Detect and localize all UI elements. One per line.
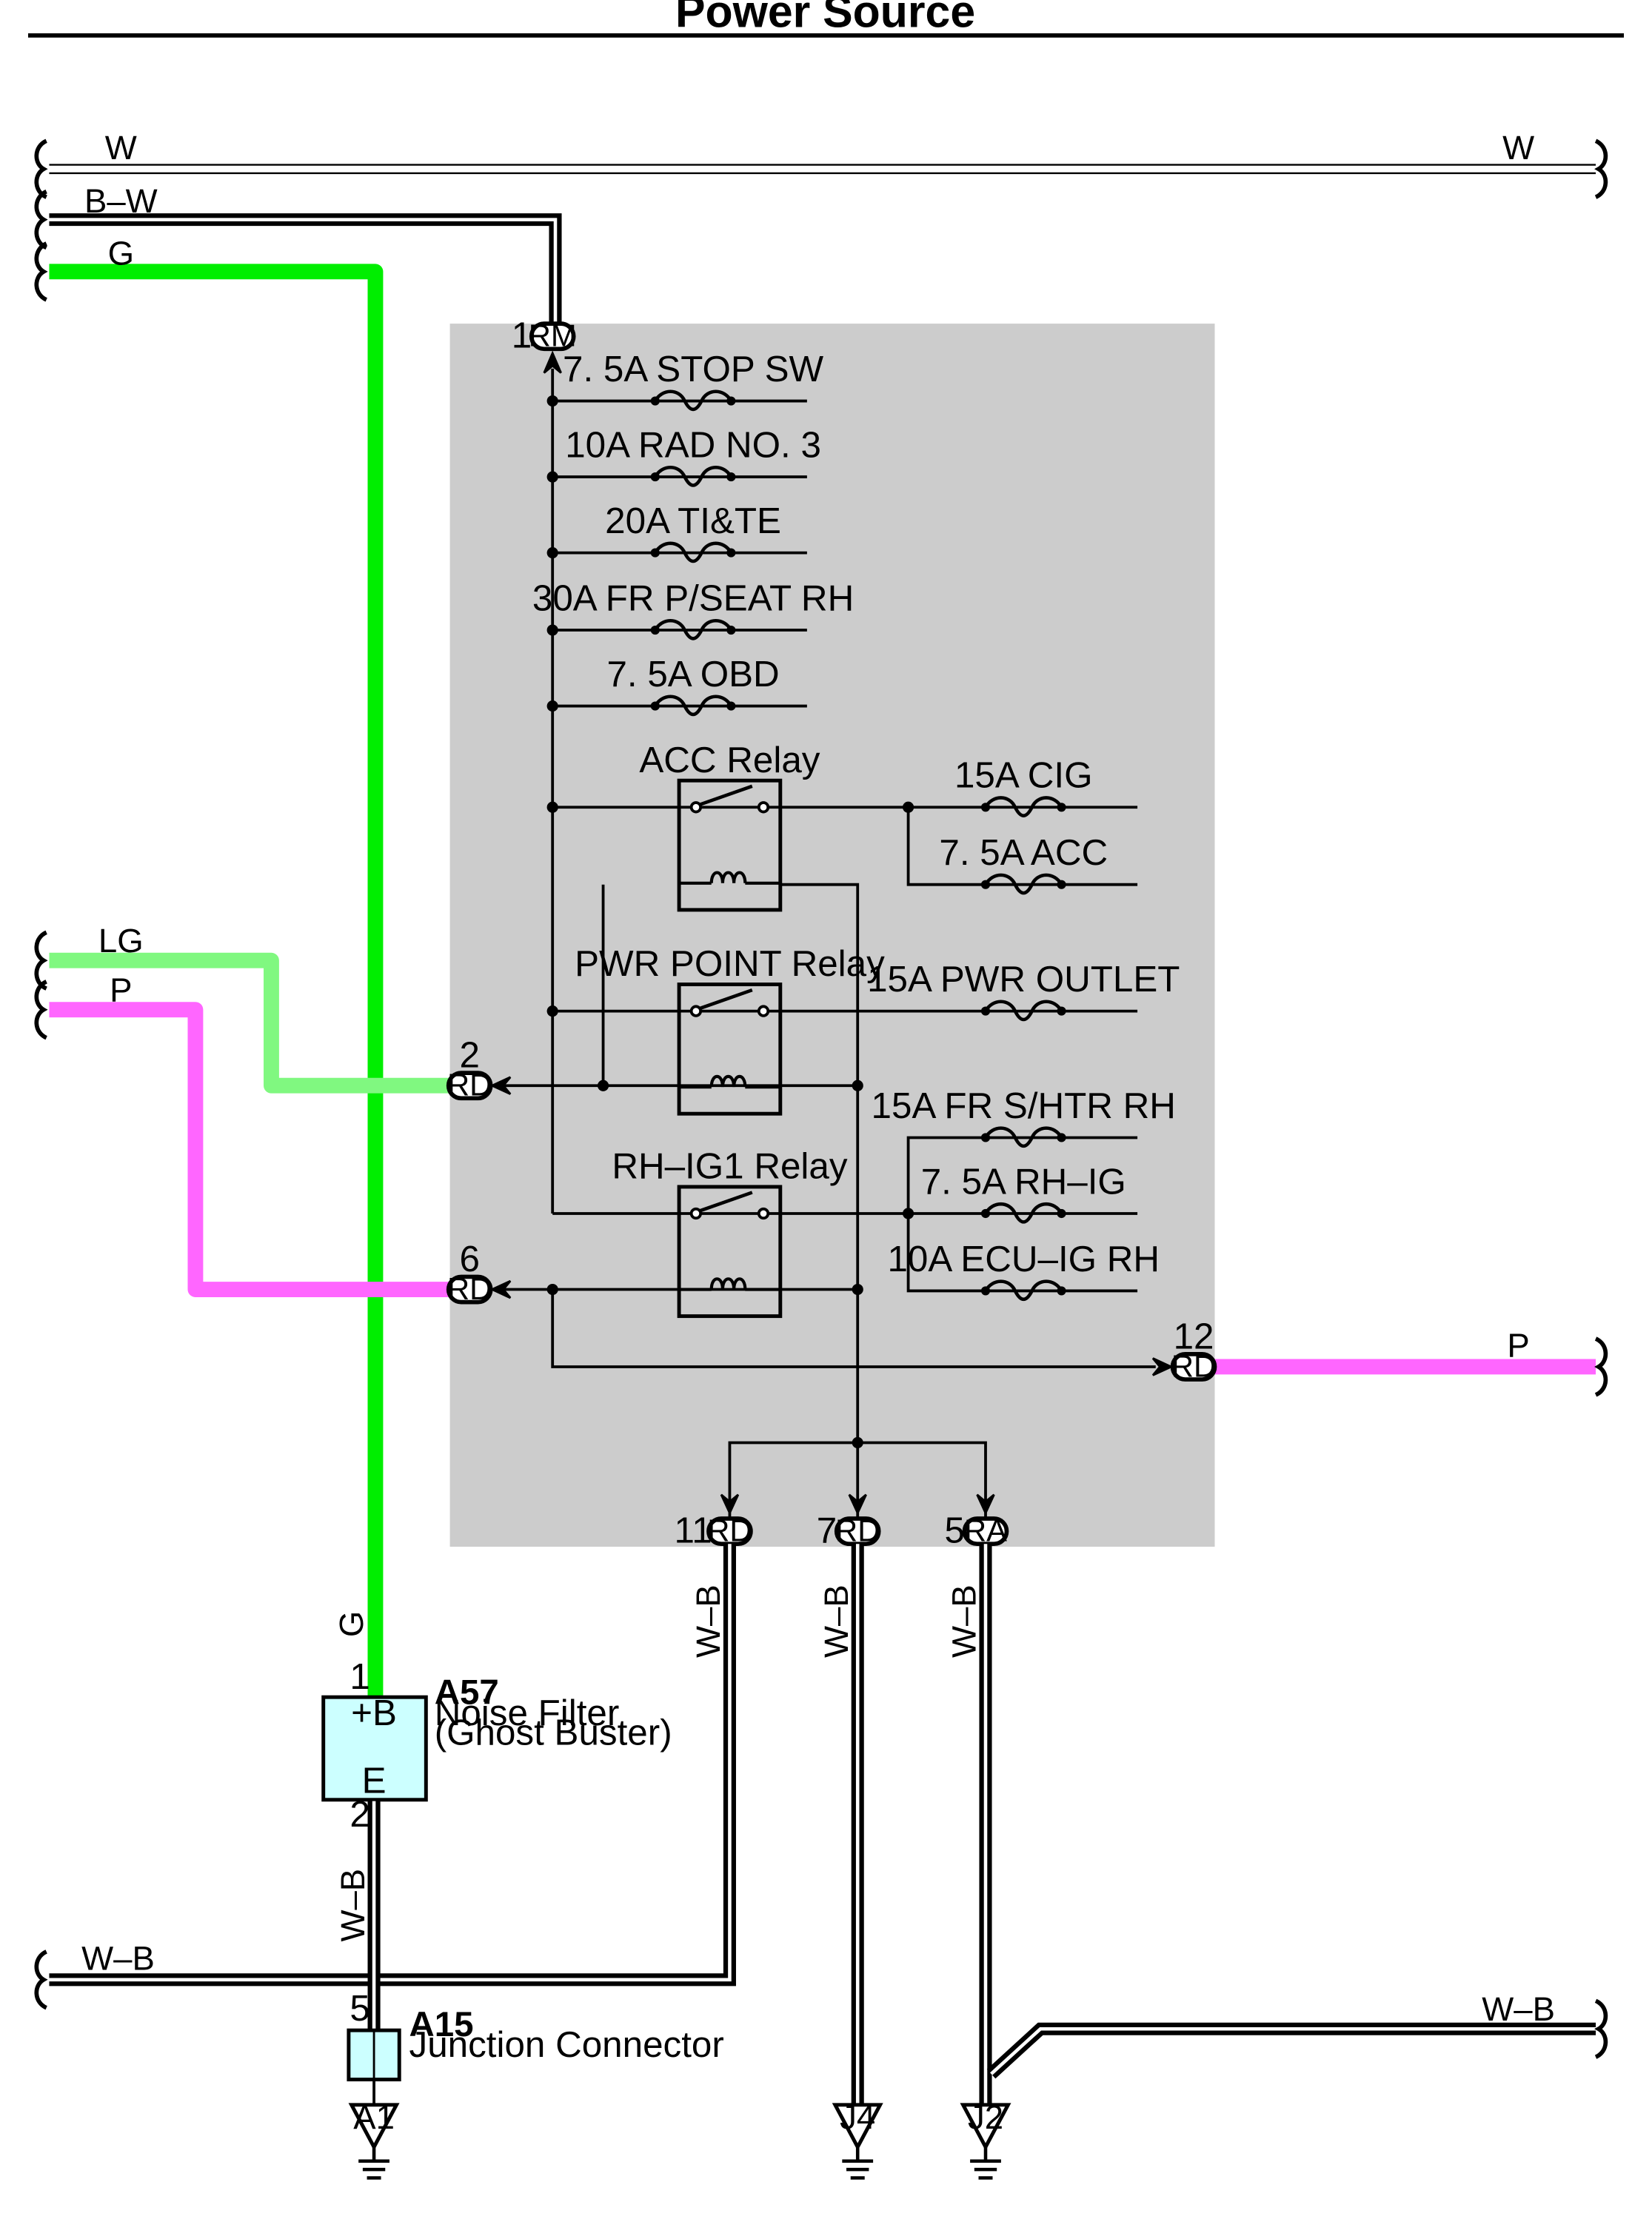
arrow-icon: [1151, 1357, 1174, 1376]
junction-block: [449, 324, 1215, 1547]
pin-label-ra5: 5: [945, 1510, 965, 1550]
pin-label-rd11: 11: [674, 1510, 712, 1550]
wire-break-icon: [36, 1952, 46, 2008]
svg-text:RM: RM: [529, 318, 577, 352]
arrow-icon: [848, 1493, 867, 1516]
fuse-label-cig: 15A CIG: [954, 755, 1093, 796]
noise-filter-name-line2: (Ghost Buster): [435, 1713, 672, 1753]
relay-label-rh-ig1: RH–IG1 Relay: [612, 1146, 848, 1187]
connector-ra5: RA: [964, 1493, 1007, 1547]
noise-filter-pin-out: 2: [350, 1794, 369, 1835]
arrow-icon: [489, 1076, 512, 1095]
pin-label-rd6: 6: [459, 1239, 479, 1279]
wire-g: [49, 264, 384, 1696]
wire-break-icon: [36, 244, 46, 300]
fuse-label-stop-sw: 7. 5A STOP SW: [563, 349, 823, 389]
arrow-icon: [489, 1279, 512, 1299]
junction-connector-code: A15: [409, 2005, 474, 2044]
wire-w: [49, 164, 1596, 175]
pin-label-rd12: 12: [1174, 1316, 1214, 1356]
wire-label-w-left: W: [105, 129, 137, 167]
wire-label-wb-filter: W–B: [334, 1869, 372, 1942]
junction-connector-pin: 5: [350, 1988, 369, 2029]
ground-label-j2: J2: [968, 2098, 1003, 2136]
ground-label-j4: J4: [840, 2098, 875, 2136]
arrow-icon: [720, 1493, 740, 1516]
wire-wb-11: [49, 1544, 736, 1987]
connector-rd6: RD: [447, 1271, 512, 1306]
wire-label-bw: B–W: [84, 182, 158, 220]
wire-break-icon: [1596, 1339, 1605, 1395]
wire-label-g-top: G: [108, 234, 134, 272]
fuse-label-rhig: 7. 5A RH–IG: [921, 1161, 1126, 1202]
arrow-icon: [976, 1493, 995, 1516]
page-title: Power Source: [675, 0, 975, 36]
fuse-label-shtr: 15A FR S/HTR RH: [872, 1085, 1176, 1126]
relay-label-acc: ACC Relay: [639, 740, 820, 780]
wire-break-icon: [1596, 141, 1605, 197]
fuse-label-pseat: 30A FR P/SEAT RH: [532, 578, 854, 618]
wire-label-lg: LG: [98, 922, 144, 960]
fuse-label-ecuig: 10A ECU–IG RH: [887, 1239, 1160, 1279]
svg-text:RD: RD: [707, 1513, 752, 1547]
wire-wb-5: [979, 1544, 1596, 2103]
wire-p-left: [49, 1002, 453, 1297]
wire-label-p-left: P: [110, 971, 132, 1008]
connector-rd11: RD: [707, 1493, 752, 1547]
wire-label-wb-bottom-left: W–B: [81, 1940, 155, 1978]
connector-rm1: RM: [529, 318, 577, 374]
wire-label-g-vertical: G: [332, 1611, 370, 1637]
svg-text:RD: RD: [447, 1068, 492, 1102]
bus-junction-dots: [546, 395, 914, 1449]
svg-text:RA: RA: [964, 1513, 1007, 1547]
pin-label-rm1: 1: [512, 315, 532, 355]
pin-label-rd7: 7: [817, 1510, 837, 1550]
wire-break-icon: [36, 192, 46, 248]
wire-label-p-right: P: [1507, 1327, 1529, 1365]
wire-break-icon: [1596, 2001, 1605, 2057]
wire-lg: [49, 952, 453, 1094]
wire-bw: [49, 213, 562, 324]
fuse-label-tite: 20A TI&TE: [605, 501, 781, 541]
fuse-label-acc: 7. 5A ACC: [939, 832, 1108, 873]
svg-text:RD: RD: [447, 1271, 492, 1306]
connector-rd2: RD: [447, 1068, 512, 1102]
svg-text:RD: RD: [835, 1513, 880, 1547]
noise-filter-terminal-e: E: [362, 1760, 387, 1801]
fuse-label-obd: 7. 5A OBD: [606, 654, 779, 695]
noise-filter-pin-in: 1: [350, 1656, 369, 1697]
fuse-label-pwr-outlet: 15A PWR OUTLET: [867, 959, 1180, 1000]
svg-text:RD: RD: [1171, 1348, 1216, 1383]
wire-break-icon: [36, 141, 46, 197]
noise-filter-name-line1: Noise Filter: [435, 1693, 620, 1733]
wire-label-w-right: W: [1502, 129, 1534, 167]
noise-filter-code: A57: [435, 1673, 499, 1713]
relay-label-pwr-point: PWR POINT Relay: [575, 943, 885, 984]
wire-label-wb-5: W–B: [946, 1584, 983, 1658]
pin-label-rd2: 2: [459, 1035, 479, 1076]
wire-label-wb-11: W–B: [689, 1584, 727, 1658]
arrow-icon: [543, 350, 562, 374]
noise-filter-terminal-b: +B: [351, 1693, 397, 1733]
fuse-label-rad3: 10A RAD NO. 3: [565, 424, 821, 465]
ground-label-a1: A1: [353, 2098, 395, 2136]
connector-rd7: RD: [835, 1493, 880, 1547]
wire-label-wb-bottom-right: W–B: [1482, 1990, 1555, 2028]
noise-filter-box: [321, 1695, 428, 1802]
junction-connector-name: Junction Connector: [409, 2024, 724, 2065]
wire-label-wb-7: W–B: [817, 1584, 855, 1658]
connector-rd12: RD: [1151, 1348, 1216, 1383]
